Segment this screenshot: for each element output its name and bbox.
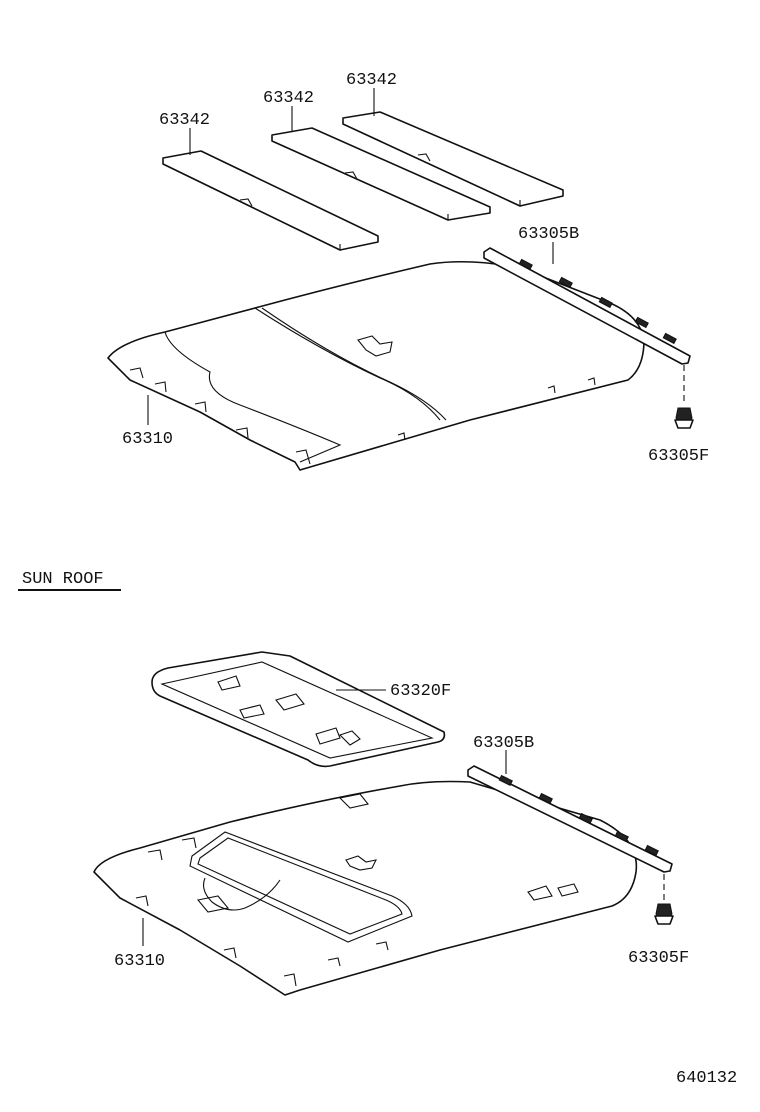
- figure-code: 640132: [676, 1069, 737, 1088]
- silencer-pad-right: [342, 111, 564, 207]
- part-number-clip-lower: 63305F: [628, 949, 689, 968]
- assist-rail-lower: [467, 765, 673, 873]
- assist-rail-upper: [483, 247, 691, 365]
- clip-upper: [674, 407, 694, 429]
- headliner-lower: [93, 780, 638, 996]
- part-number-pad-right: 63342: [346, 71, 397, 90]
- silencer-pad-middle: [271, 127, 491, 221]
- part-number-pad-left: 63342: [159, 111, 210, 130]
- headliner-upper: [107, 260, 645, 471]
- part-number-headliner-lower: 63310: [114, 952, 165, 971]
- part-number-rail-lower: 63305B: [473, 734, 534, 753]
- sunshade-panel: [151, 651, 446, 768]
- silencer-pad-left: [162, 150, 379, 251]
- part-number-clip-upper: 63305F: [648, 447, 709, 466]
- part-number-pad-middle: 63342: [263, 89, 314, 108]
- part-number-headliner-upper: 63310: [122, 430, 173, 449]
- part-number-rail-upper: 63305B: [518, 225, 579, 244]
- part-number-sunshade: 63320F: [390, 682, 451, 701]
- clip-lower: [654, 903, 674, 925]
- section-heading-sun-roof: SUN ROOF: [22, 570, 104, 589]
